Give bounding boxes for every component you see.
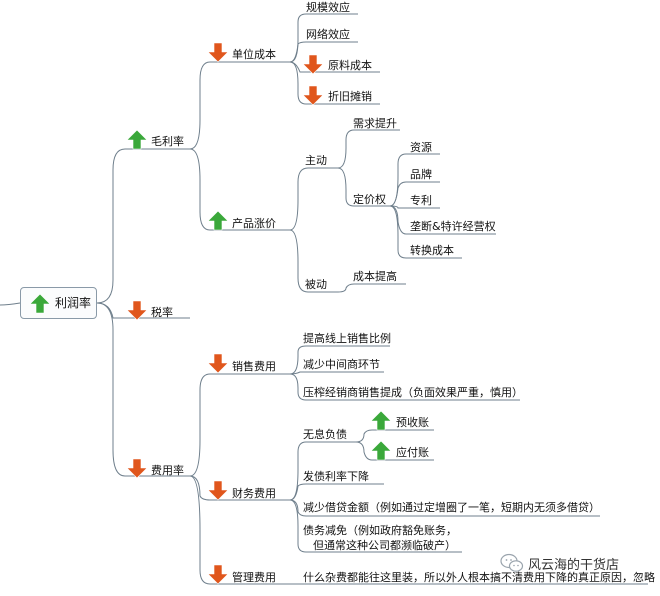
connector [289, 41, 358, 63]
connector [96, 302, 190, 477]
node-finance-expense[interactable]: 财务费用 [232, 487, 276, 500]
node-sales-expense[interactable]: 销售费用 [232, 360, 276, 373]
node-cost-increase[interactable]: 成本提高 [353, 270, 397, 283]
node-resources[interactable]: 资源 [410, 141, 432, 154]
node-switching-cost[interactable]: 转换成本 [410, 244, 454, 257]
connector [289, 371, 384, 375]
node-expense-rate[interactable]: 费用率 [151, 464, 184, 477]
node-online-sales-ratio[interactable]: 提高线上销售比例 [303, 332, 391, 345]
node-passive[interactable]: 被动 [305, 278, 327, 291]
orange-down-arrow-icon [302, 54, 324, 75]
node-debt-relief-line1[interactable]: 债务减免（例如政府豁免账务， [303, 524, 457, 537]
connector [389, 205, 496, 235]
node-monopoly-license[interactable]: 垄断&特许经营权 [410, 220, 496, 233]
connector [337, 283, 406, 293]
node-interest-free-debt[interactable]: 无息负债 [303, 428, 347, 441]
node-raw-material-cost[interactable]: 原料成本 [328, 59, 372, 72]
connector [289, 167, 338, 231]
connector [289, 499, 462, 553]
node-unit-cost[interactable]: 单位成本 [232, 48, 276, 61]
connector [389, 205, 462, 259]
node-reduce-middlemen[interactable]: 减少中间商环节 [303, 358, 380, 371]
connector [337, 167, 390, 207]
green-up-arrow-icon [370, 410, 392, 431]
node-squeeze-dealer[interactable]: 压榨经销商销售提成（负面效果严重，慎用） [303, 386, 523, 399]
node-depreciation[interactable]: 折旧摊销 [328, 90, 372, 103]
node-patent[interactable]: 专利 [410, 194, 432, 207]
node-active[interactable]: 主动 [305, 154, 327, 167]
node-tax-rate[interactable]: 税率 [151, 306, 173, 319]
node-brand[interactable]: 品牌 [410, 168, 432, 181]
orange-down-arrow-icon [207, 480, 229, 501]
node-demand-boost[interactable]: 需求提升 [353, 117, 397, 130]
orange-down-arrow-icon [207, 42, 229, 63]
orange-down-arrow-icon [302, 85, 324, 106]
green-up-arrow-icon [370, 440, 392, 461]
connector [289, 373, 520, 401]
green-up-arrow-icon [29, 293, 51, 314]
connector [189, 475, 290, 585]
connector [289, 499, 600, 517]
root-node[interactable]: 利润率 [20, 287, 97, 319]
node-advance-receipts[interactable]: 预收账 [396, 416, 429, 429]
node-reduce-borrowing[interactable]: 减少借贷金额（例如通过定增圈了一笔，短期内无须多借贷） [303, 501, 600, 514]
orange-down-arrow-icon [126, 300, 148, 321]
orange-down-arrow-icon [207, 353, 229, 374]
connector [189, 148, 290, 231]
node-network-effect[interactable]: 网络效应 [306, 28, 350, 41]
connector [189, 373, 290, 477]
node-accounts-payable[interactable]: 应付账 [396, 446, 429, 459]
connector [389, 181, 440, 207]
connector [189, 475, 290, 501]
connector [289, 483, 384, 501]
watermark-text: 风云海的干货店 [528, 558, 620, 573]
connector [289, 229, 338, 293]
connector [355, 441, 434, 461]
node-management-note[interactable]: 什么杂费都能往这里装，所以外人根本搞不清费用下降的真正原因，忽略 [303, 571, 655, 584]
green-up-arrow-icon [126, 129, 148, 150]
connector [289, 345, 390, 375]
green-up-arrow-icon [207, 210, 229, 231]
node-price-increase[interactable]: 产品涨价 [232, 217, 276, 230]
orange-down-arrow-icon [126, 458, 148, 479]
node-gross-margin[interactable]: 毛利率 [151, 135, 184, 148]
node-bond-rate-down[interactable]: 发债利率下降 [303, 470, 369, 483]
connector [337, 129, 400, 169]
node-management-expense[interactable]: 管理费用 [232, 571, 276, 584]
node-scale-effect[interactable]: 规模效应 [306, 1, 350, 14]
node-debt-relief-line2[interactable]: 但通常这种公司都濒临破产） [313, 539, 456, 552]
node-pricing-power[interactable]: 定价权 [353, 193, 386, 206]
connector [355, 429, 434, 443]
connector [289, 61, 380, 105]
root-label: 利润率 [55, 296, 92, 310]
connector [189, 61, 290, 150]
connector [96, 148, 190, 304]
wechat-icon [500, 553, 524, 572]
orange-down-arrow-icon [207, 564, 229, 585]
connector [0, 302, 21, 306]
